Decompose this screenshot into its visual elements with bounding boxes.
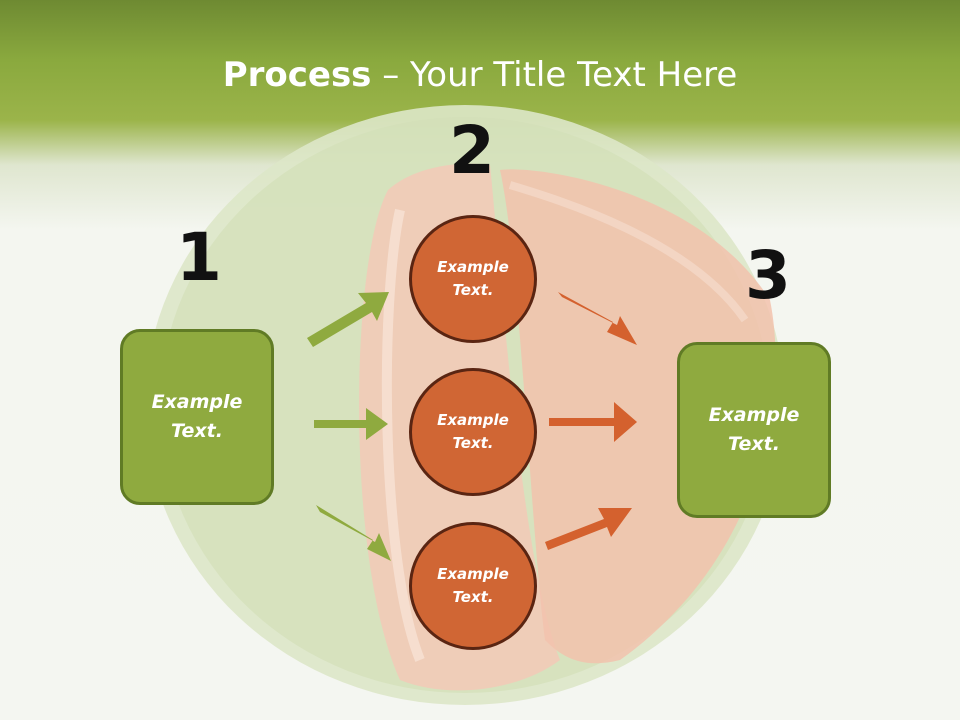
step-number-2: 2 (449, 112, 495, 189)
title-rest: – Your Title Text Here (371, 55, 738, 95)
arrow-up-right-green (307, 292, 389, 347)
arrow-down-right-green (316, 505, 391, 561)
green-arrows (307, 292, 391, 561)
step-3-text: Example Text. (708, 404, 800, 455)
arrow-right-green (314, 408, 388, 440)
circle-bottom-text: Example Text. (437, 565, 509, 606)
step-1-text: Example Text. (151, 391, 243, 442)
orange-arrows (545, 292, 637, 550)
step-number-3: 3 (745, 237, 791, 314)
step-1-box: Example Text. (120, 329, 274, 505)
slide-title: Process – Your Title Text Here (0, 52, 960, 98)
arrow-up-right-orange (545, 508, 632, 550)
step-3-box: Example Text. (677, 342, 831, 518)
circle-middle-text: Example Text. (437, 411, 509, 452)
arrow-right-orange (549, 402, 637, 442)
circle-top-text: Example Text. (437, 258, 509, 299)
step-number-1: 1 (176, 219, 222, 296)
step-2-circle-top: Example Text. (409, 215, 537, 343)
title-bold: Process (222, 55, 372, 95)
step-2-circle-middle: Example Text. (409, 368, 537, 496)
arrow-down-right-orange (558, 292, 637, 345)
step-2-circle-bottom: Example Text. (409, 522, 537, 650)
